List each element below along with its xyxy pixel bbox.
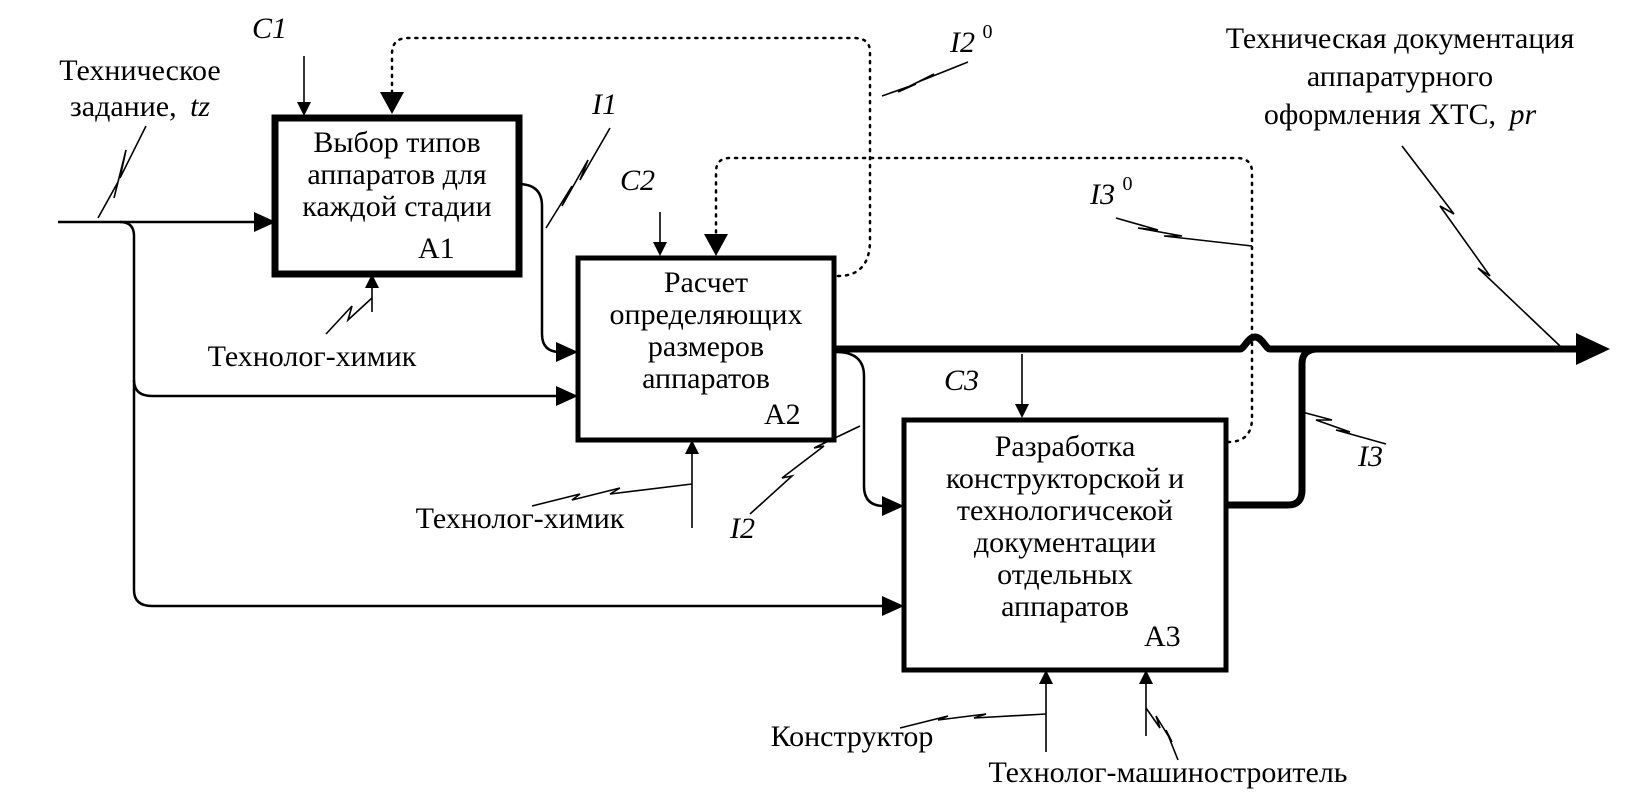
output-pr-line xyxy=(836,333,1580,353)
block-a3-line-4: документации xyxy=(974,526,1156,559)
mechanism-a3-label-1: Конструктор xyxy=(771,720,934,753)
arrowhead-m-a1 xyxy=(365,274,379,288)
squiggle-i3 xyxy=(1301,411,1387,445)
arrowhead-c3 xyxy=(1015,404,1029,418)
block-a2 xyxy=(575,255,837,443)
flow-i3-line xyxy=(1226,345,1319,509)
squiggle-i2-0 xyxy=(881,61,969,97)
block-a2-line-4: аппаратов xyxy=(642,362,770,395)
block-a1-code: А1 xyxy=(418,232,455,265)
block-a1-line-1: Выбор типов xyxy=(313,126,480,159)
input-tz-branch-a3 xyxy=(132,380,882,608)
block-a2-code: А2 xyxy=(764,398,801,431)
flow-i3-0-label: I3 0 xyxy=(1089,173,1133,211)
arrowhead-tz-a2 xyxy=(556,386,578,406)
control-c2-label: C2 xyxy=(620,164,655,197)
arrowhead-m-a2 xyxy=(685,440,699,454)
flow-i1-line xyxy=(517,182,561,354)
output-label-text: оформления ХТС, xyxy=(1264,98,1496,131)
flow-i2-0-label: I2 0 xyxy=(949,21,993,59)
arrowhead-m-a3-2 xyxy=(1139,670,1153,684)
block-a1 xyxy=(271,114,523,278)
flow-i2-label: I2 xyxy=(729,512,755,545)
flow-i3-0-superscript: 0 xyxy=(1123,173,1133,195)
squiggle-m3 xyxy=(899,713,1047,729)
arrowhead-m-a3-1 xyxy=(1039,670,1053,684)
arrowhead-c1 xyxy=(297,102,311,116)
arrowhead-tz-a3 xyxy=(882,596,904,616)
squiggle-i2 xyxy=(749,425,861,515)
flow-i3-0-main: I3 xyxy=(1089,178,1115,211)
block-a1-line-2: аппаратов для xyxy=(307,158,486,191)
mechanism-a1-label: Технолог-химик xyxy=(208,340,417,373)
flow-i3-label: I3 xyxy=(1357,440,1383,473)
input-code-tz: tz xyxy=(190,90,210,123)
control-c1-label: C1 xyxy=(252,12,287,45)
squiggle-i1 xyxy=(545,127,611,229)
block-a2-line-3: размеров xyxy=(648,330,764,363)
arrowhead-c2 xyxy=(653,242,667,256)
output-code-pr: pr xyxy=(1507,98,1536,131)
block-a2-line-2: определяющих xyxy=(610,298,803,331)
flow-i2-line xyxy=(835,350,885,508)
block-a3-line-1: Разработка xyxy=(995,430,1136,463)
feedback-loop-i2-0 xyxy=(390,36,872,278)
output-label-line-3: оформления ХТС, pr xyxy=(1264,98,1537,131)
squiggle-m2 xyxy=(531,483,693,507)
flow-i1-label: I1 xyxy=(591,88,617,121)
input-label-line-1: Техническое xyxy=(59,54,220,87)
input-label-text: задание, xyxy=(70,90,177,123)
squiggle-i3-0 xyxy=(1115,217,1253,247)
input-label-line-2: задание, tz xyxy=(70,90,211,123)
arrowhead-tz-a1 xyxy=(254,212,276,232)
feedback-loop-i3-0 xyxy=(714,156,1254,444)
block-a3-line-6: аппаратов xyxy=(1001,590,1129,623)
block-a3 xyxy=(901,417,1229,673)
block-a2-line-1: Расчет xyxy=(664,266,748,299)
squiggle-m4 xyxy=(1145,707,1179,761)
block-a1-line-3: каждой стадии xyxy=(302,190,491,223)
block-a3-line-3: технологичсекой xyxy=(957,494,1173,527)
block-a3-line-2: конструкторской и xyxy=(946,462,1184,495)
squiggle-tz xyxy=(97,125,147,219)
arrowhead-i1 xyxy=(556,342,578,362)
output-label-line-2: аппаратурного xyxy=(1307,60,1493,93)
block-a3-code: А3 xyxy=(1144,620,1181,653)
flow-i2-0-main: I2 xyxy=(949,26,975,59)
squiggle-m1 xyxy=(325,297,373,335)
flow-i2-0-superscript: 0 xyxy=(983,21,993,43)
mechanism-a2-label: Технолог-химик xyxy=(416,502,625,535)
control-c3-label: C3 xyxy=(944,364,979,397)
arrowhead-i3-0 xyxy=(704,234,728,256)
mechanism-a3-label-2: Технолог-машиностроитель xyxy=(988,756,1347,789)
arrowhead-i2 xyxy=(882,496,904,516)
output-label-line-1: Техническая документация xyxy=(1226,22,1575,55)
arrowhead-pr xyxy=(1576,333,1610,365)
block-a3-line-5: отдельных xyxy=(997,558,1133,591)
squiggle-pr xyxy=(1401,145,1561,347)
arrowhead-i2-0 xyxy=(380,92,404,114)
